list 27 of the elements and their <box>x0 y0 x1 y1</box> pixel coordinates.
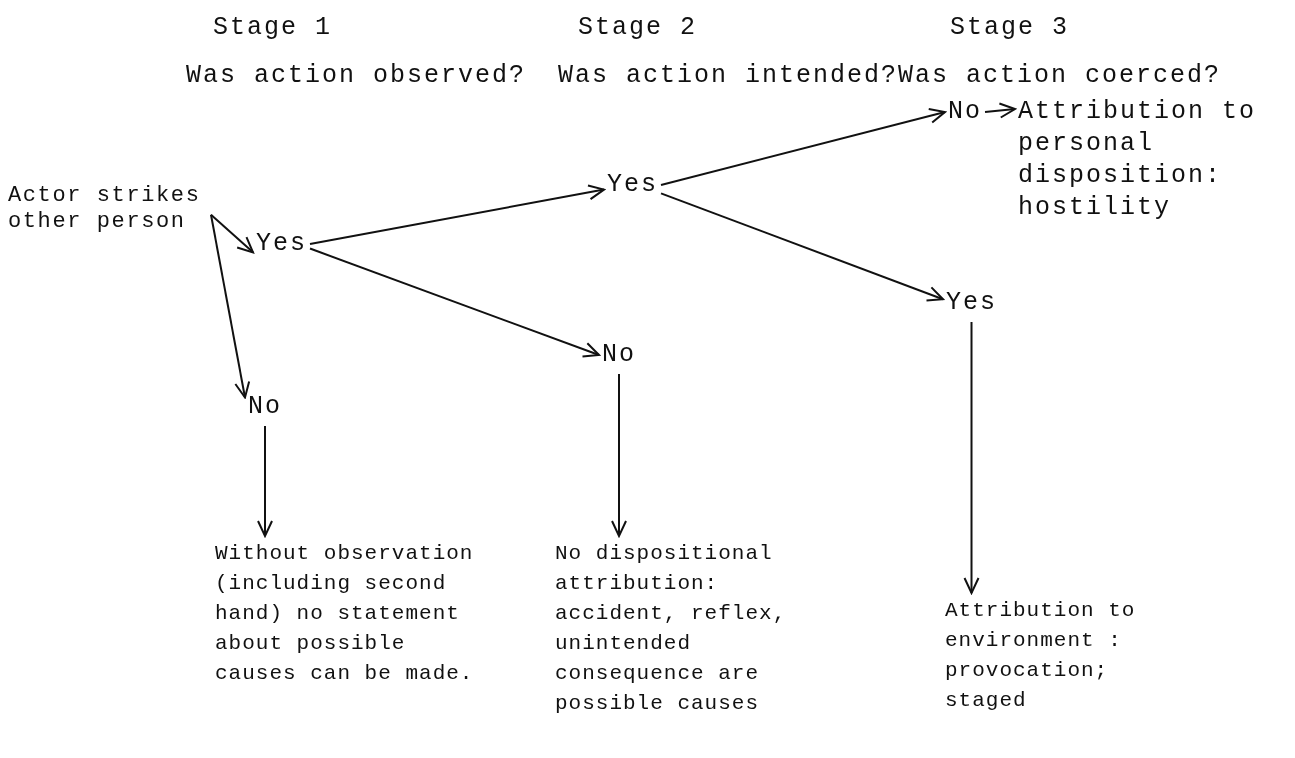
arrow <box>257 425 273 537</box>
answer-text: No <box>245 388 285 426</box>
arrow <box>309 184 605 245</box>
outcome-text: Attribution to personal disposition: hostility <box>1015 93 1283 227</box>
question-text: Was action intended? <box>558 60 899 92</box>
start-text: Actor strikes other person <box>5 180 211 238</box>
question-text: Was action observed? <box>186 60 527 92</box>
answer-text: Yes <box>943 284 1000 322</box>
outcome-text: No dispositional attribution: accident, reflex, unintended consequence are possible causes <box>552 536 803 722</box>
arrow <box>210 213 251 399</box>
answer-text: Yes <box>253 225 310 263</box>
stage-heading: Stage 3 <box>950 12 1070 44</box>
arrow <box>611 373 627 537</box>
stage-heading: Stage 2 <box>578 12 698 44</box>
stage-heading: Stage 1 <box>213 12 333 44</box>
question-text: Was action coerced? <box>898 60 1222 92</box>
arrow <box>660 192 944 302</box>
arrow <box>984 102 1016 119</box>
outcome-text: Without observation (including second hand) no statement about possible causes can be made. <box>212 536 480 692</box>
answer-text: No <box>945 93 985 131</box>
answer-text: Yes <box>604 166 661 204</box>
outcome-text: Attribution to environment : provocation; staged <box>942 593 1148 719</box>
arrow <box>210 213 254 254</box>
answer-text: No <box>599 336 639 374</box>
arrow <box>963 321 980 594</box>
arrow <box>309 247 600 358</box>
arrow <box>660 107 946 186</box>
